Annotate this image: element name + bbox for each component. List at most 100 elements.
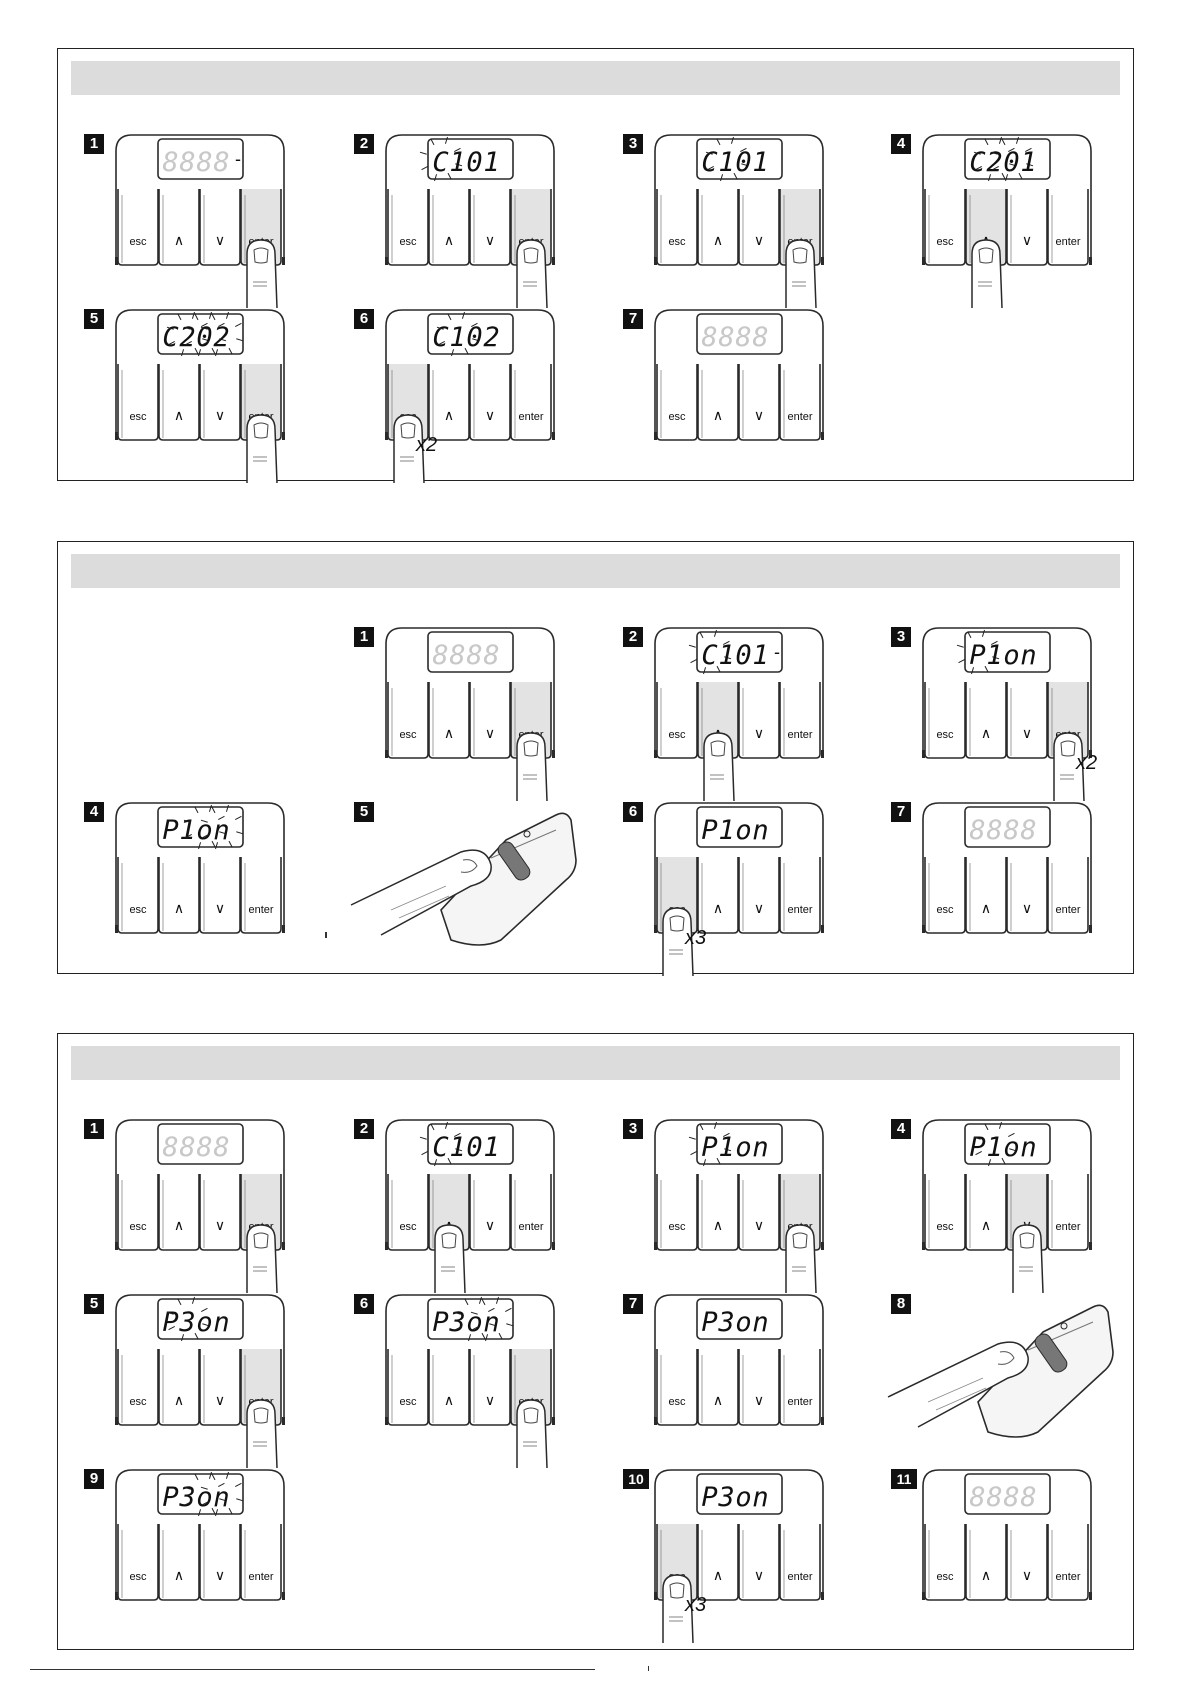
- key-up-button[interactable]: ∧: [965, 682, 1007, 759]
- key-esc-button[interactable]: esc: [387, 1349, 429, 1426]
- key-enter-button[interactable]: enter: [1047, 857, 1089, 934]
- key-esc-button[interactable]: esc: [117, 364, 159, 441]
- key-enter-button[interactable]: enter: [779, 682, 821, 759]
- key-esc-button[interactable]: esc: [117, 1174, 159, 1251]
- key-down-button[interactable]: ∨: [1006, 1524, 1048, 1601]
- key-down-label: ∨: [215, 407, 225, 423]
- finger-press-icon: [246, 414, 278, 484]
- key-up-button[interactable]: ∧: [428, 1349, 470, 1426]
- key-up-button[interactable]: ∧: [697, 1174, 739, 1251]
- key-esc-button[interactable]: esc: [387, 189, 429, 266]
- key-up-button[interactable]: ∧: [697, 364, 739, 441]
- key-down-button[interactable]: ∨: [199, 364, 241, 441]
- key-down-button[interactable]: ∨: [738, 1524, 780, 1601]
- key-down-button[interactable]: ∨: [1006, 682, 1048, 759]
- key-up-button[interactable]: ∧: [428, 364, 470, 441]
- display-digit: o: [735, 1307, 752, 1338]
- display-digit: 8: [752, 322, 769, 353]
- key-up-button[interactable]: ∧: [697, 189, 739, 266]
- key-up-button[interactable]: ∧: [965, 857, 1007, 934]
- key-esc-button[interactable]: esc: [924, 189, 966, 266]
- key-down-button[interactable]: ∨: [199, 1174, 241, 1251]
- key-enter-button[interactable]: enter: [240, 1524, 282, 1601]
- key-esc-button[interactable]: esc: [117, 1524, 159, 1601]
- display-window: [696, 1298, 783, 1340]
- key-enter-button[interactable]: enter: [510, 364, 552, 441]
- display-digit: 8: [969, 815, 986, 846]
- display-window: [157, 313, 244, 355]
- key-enter-button[interactable]: enter: [779, 364, 821, 441]
- finger-press-icon: [516, 239, 548, 309]
- key-esc-button[interactable]: esc: [117, 189, 159, 266]
- key-down-button[interactable]: ∨: [738, 1174, 780, 1251]
- key-up-button[interactable]: ∧: [965, 1174, 1007, 1251]
- key-down-button[interactable]: ∨: [1006, 857, 1048, 934]
- key-down-button[interactable]: ∨: [199, 857, 241, 934]
- key-enter-button[interactable]: enter: [1047, 189, 1089, 266]
- key-down-button[interactable]: ∨: [199, 189, 241, 266]
- key-down-button[interactable]: ∨: [738, 857, 780, 934]
- key-esc-button[interactable]: esc: [924, 1174, 966, 1251]
- key-up-button[interactable]: ∧: [697, 1349, 739, 1426]
- key-up-button[interactable]: ∧: [697, 1524, 739, 1601]
- display-digit: 1: [179, 815, 196, 846]
- key-up-button[interactable]: ∧: [158, 1349, 200, 1426]
- key-down-button[interactable]: ∨: [469, 1349, 511, 1426]
- key-esc-button[interactable]: esc: [656, 1174, 698, 1251]
- step-number: 2: [623, 627, 643, 647]
- key-up-button[interactable]: ∧: [428, 682, 470, 759]
- key-up-button[interactable]: ∧: [158, 189, 200, 266]
- key-esc-button[interactable]: esc: [924, 857, 966, 934]
- display-digit: o: [735, 1132, 752, 1163]
- key-esc-button[interactable]: esc: [656, 1349, 698, 1426]
- key-enter-button[interactable]: enter: [240, 857, 282, 934]
- key-enter-button[interactable]: enter: [779, 1349, 821, 1426]
- key-down-button[interactable]: ∨: [738, 682, 780, 759]
- key-enter-button[interactable]: enter: [510, 1174, 552, 1251]
- key-up-button[interactable]: ∧: [697, 857, 739, 934]
- key-down-button[interactable]: ∨: [469, 364, 511, 441]
- key-down-button[interactable]: ∨: [738, 364, 780, 441]
- key-esc-button[interactable]: esc: [117, 1349, 159, 1426]
- key-enter-button[interactable]: enter: [1047, 1524, 1089, 1601]
- key-up-button[interactable]: ∧: [158, 857, 200, 934]
- key-esc-button[interactable]: esc: [924, 1524, 966, 1601]
- key-esc-button[interactable]: esc: [387, 1174, 429, 1251]
- key-down-button[interactable]: ∨: [469, 189, 511, 266]
- key-down-button[interactable]: ∨: [1006, 189, 1048, 266]
- key-enter-button[interactable]: enter: [779, 857, 821, 934]
- key-up-label: ∧: [444, 1392, 454, 1408]
- key-down-button[interactable]: ∨: [469, 1174, 511, 1251]
- key-esc-button[interactable]: esc: [924, 682, 966, 759]
- key-up-button[interactable]: ∧: [158, 364, 200, 441]
- key-enter-button[interactable]: enter: [1047, 1174, 1089, 1251]
- key-down-label: ∨: [485, 407, 495, 423]
- key-down-button[interactable]: ∨: [738, 189, 780, 266]
- key-down-button[interactable]: ∨: [199, 1349, 241, 1426]
- key-esc-button[interactable]: esc: [117, 857, 159, 934]
- display-digit: 8: [162, 1132, 179, 1163]
- key-down-button[interactable]: ∨: [738, 1349, 780, 1426]
- key-up-button[interactable]: ∧: [158, 1524, 200, 1601]
- key-up-button[interactable]: ∧: [965, 1524, 1007, 1601]
- key-up-button[interactable]: ∧: [158, 1174, 200, 1251]
- key-esc-button[interactable]: esc: [656, 682, 698, 759]
- key-down-button[interactable]: ∨: [469, 682, 511, 759]
- step-number: 5: [354, 802, 374, 822]
- key-enter-button[interactable]: enter: [779, 1524, 821, 1601]
- key-esc-button[interactable]: esc: [656, 189, 698, 266]
- key-esc-button[interactable]: esc: [387, 682, 429, 759]
- control-panel: esc∧∨enterC202: [115, 309, 285, 441]
- key-down-button[interactable]: ∨: [199, 1524, 241, 1601]
- key-up-button[interactable]: ∧: [428, 189, 470, 266]
- key-esc-label: esc: [399, 236, 417, 248]
- display-digit: 8: [162, 147, 179, 178]
- key-esc-button[interactable]: esc: [656, 364, 698, 441]
